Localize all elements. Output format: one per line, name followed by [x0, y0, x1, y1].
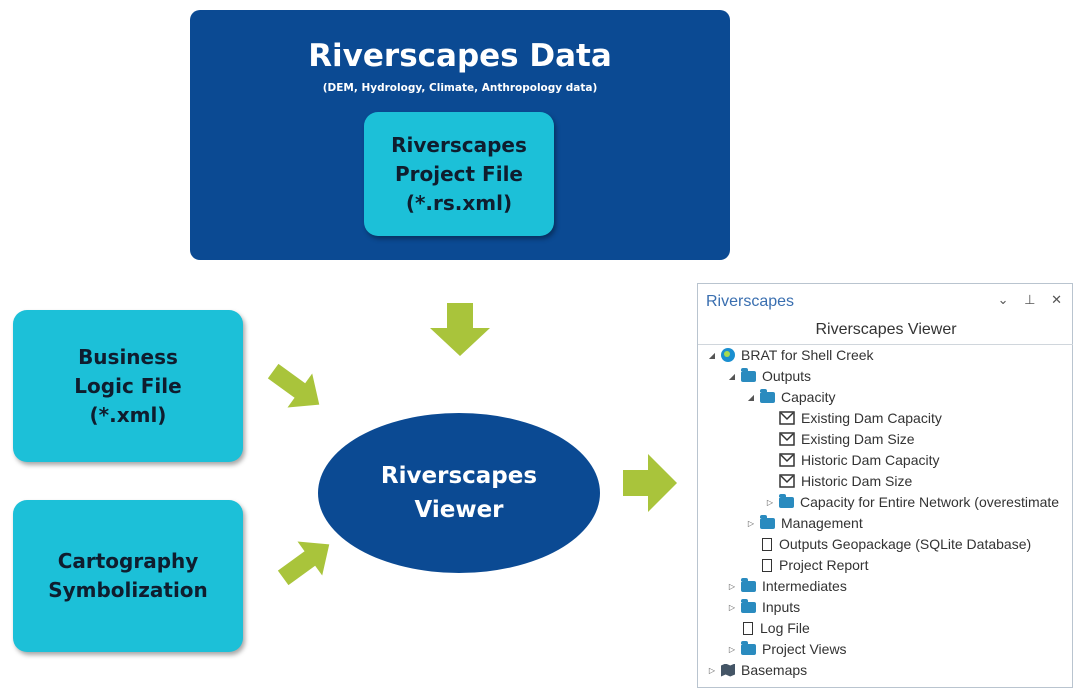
tree-item[interactable]: ▷ Inputs	[726, 597, 800, 617]
expanded-arrow-icon[interactable]: ◢	[708, 350, 716, 360]
tree-item-label: Project Report	[779, 557, 869, 573]
tree-item[interactable]: Log File	[726, 618, 810, 638]
tree-item-label: Project Views	[762, 641, 847, 657]
line-layer-icon	[779, 411, 795, 425]
line-layer-icon	[779, 453, 795, 467]
line-layer-icon	[779, 432, 795, 446]
tree-item-label: Log File	[760, 620, 810, 636]
tree-item-label: Basemaps	[741, 662, 808, 678]
tree-item[interactable]: Existing Dam Capacity	[764, 408, 942, 428]
tree-item[interactable]: Historic Dam Capacity	[764, 450, 939, 470]
globe-icon	[721, 348, 735, 362]
tree-item[interactable]: ◢ BRAT for Shell Creek	[706, 345, 874, 365]
tree-item-label: Intermediates	[762, 578, 847, 594]
cartography-box: Cartography Symbolization	[13, 500, 243, 652]
folder-icon	[741, 578, 756, 592]
expanded-arrow-icon[interactable]: ◢	[728, 371, 736, 381]
file-icon	[762, 558, 772, 572]
arrow-right-up-icon	[277, 541, 330, 586]
collapsed-arrow-icon[interactable]: ▷	[728, 602, 736, 612]
tree-item[interactable]: ◢ Capacity	[745, 387, 835, 407]
tree-item[interactable]: Existing Dam Size	[764, 429, 915, 449]
arrow-right-down-icon	[267, 363, 320, 408]
tree-item-label: Capacity for Entire Network (overestimat…	[800, 494, 1060, 510]
riverscapes-viewer-panel: Riverscapes ⌄ ⊥ ✕ Riverscapes Viewer ◢ BR…	[697, 283, 1073, 688]
tree-item-label: BRAT for Shell Creek	[741, 347, 874, 363]
arrow-down-icon	[430, 303, 490, 356]
collapsed-arrow-icon[interactable]: ▷	[766, 497, 774, 507]
folder-icon	[741, 641, 756, 655]
tree-item-label: Existing Dam Capacity	[801, 410, 942, 426]
business-logic-box: Business Logic File (*.xml)	[13, 310, 243, 462]
riverscapes-data-panel: Riverscapes Data (DEM, Hydrology, Climat…	[190, 10, 730, 260]
tree-item-label: Management	[781, 515, 863, 531]
tree-item[interactable]: ◢ Outputs	[726, 366, 811, 386]
panel-window-controls[interactable]: ⌄ ⊥ ✕	[997, 292, 1068, 307]
tree-item-label: Historic Dam Capacity	[801, 452, 940, 468]
tree-item-label: Capacity	[781, 389, 836, 405]
tree-item-label: Inputs	[762, 599, 801, 615]
tree-item-label: Historic Dam Size	[801, 473, 913, 489]
tree-item[interactable]: ▷ Basemaps	[706, 660, 807, 680]
tree-item[interactable]: Historic Dam Size	[764, 471, 912, 491]
tree-item[interactable]: ▷ Project Views	[726, 639, 847, 659]
expanded-arrow-icon[interactable]: ◢	[747, 392, 755, 402]
panel-divider	[698, 344, 1073, 345]
collapsed-arrow-icon[interactable]: ▷	[728, 644, 736, 654]
folder-icon	[741, 368, 756, 382]
tree-item[interactable]: ▷ Capacity for Entire Network (overestima…	[764, 492, 1059, 512]
tree-item[interactable]: Outputs Geopackage (SQLite Database)	[745, 534, 1031, 554]
folder-icon	[779, 494, 794, 508]
tree-item-label: Existing Dam Size	[801, 431, 915, 447]
riverscapes-viewer-ellipse: Riverscapes Viewer	[318, 413, 600, 573]
collapsed-arrow-icon[interactable]: ▷	[728, 581, 736, 591]
panel-subtitle: Riverscapes Viewer	[815, 321, 957, 338]
folder-icon	[760, 389, 775, 403]
tree-item[interactable]: Project Report	[745, 555, 868, 575]
panel-title: Riverscapes	[706, 293, 795, 310]
collapsed-arrow-icon[interactable]: ▷	[747, 518, 755, 528]
riverscapes-data-subtitle: (DEM, Hydrology, Climate, Anthropology d…	[322, 82, 598, 94]
folder-icon	[741, 599, 756, 613]
project-file-box: Riverscapes Project File (*.rs.xml)	[364, 112, 554, 236]
file-icon	[743, 621, 753, 635]
collapsed-arrow-icon[interactable]: ▷	[708, 665, 716, 675]
tree-item-label: Outputs Geopackage (SQLite Database)	[779, 536, 1032, 552]
tree-item[interactable]: ▷ Management	[745, 513, 863, 533]
tree-item-label: Outputs	[762, 368, 812, 384]
riverscapes-data-title: Riverscapes Data	[308, 38, 612, 74]
file-icon	[762, 537, 772, 551]
arrow-right-icon	[623, 454, 677, 512]
map-icon	[721, 663, 735, 677]
line-layer-icon	[779, 474, 795, 488]
folder-icon	[760, 515, 775, 529]
tree-item[interactable]: ▷ Intermediates	[726, 576, 847, 596]
